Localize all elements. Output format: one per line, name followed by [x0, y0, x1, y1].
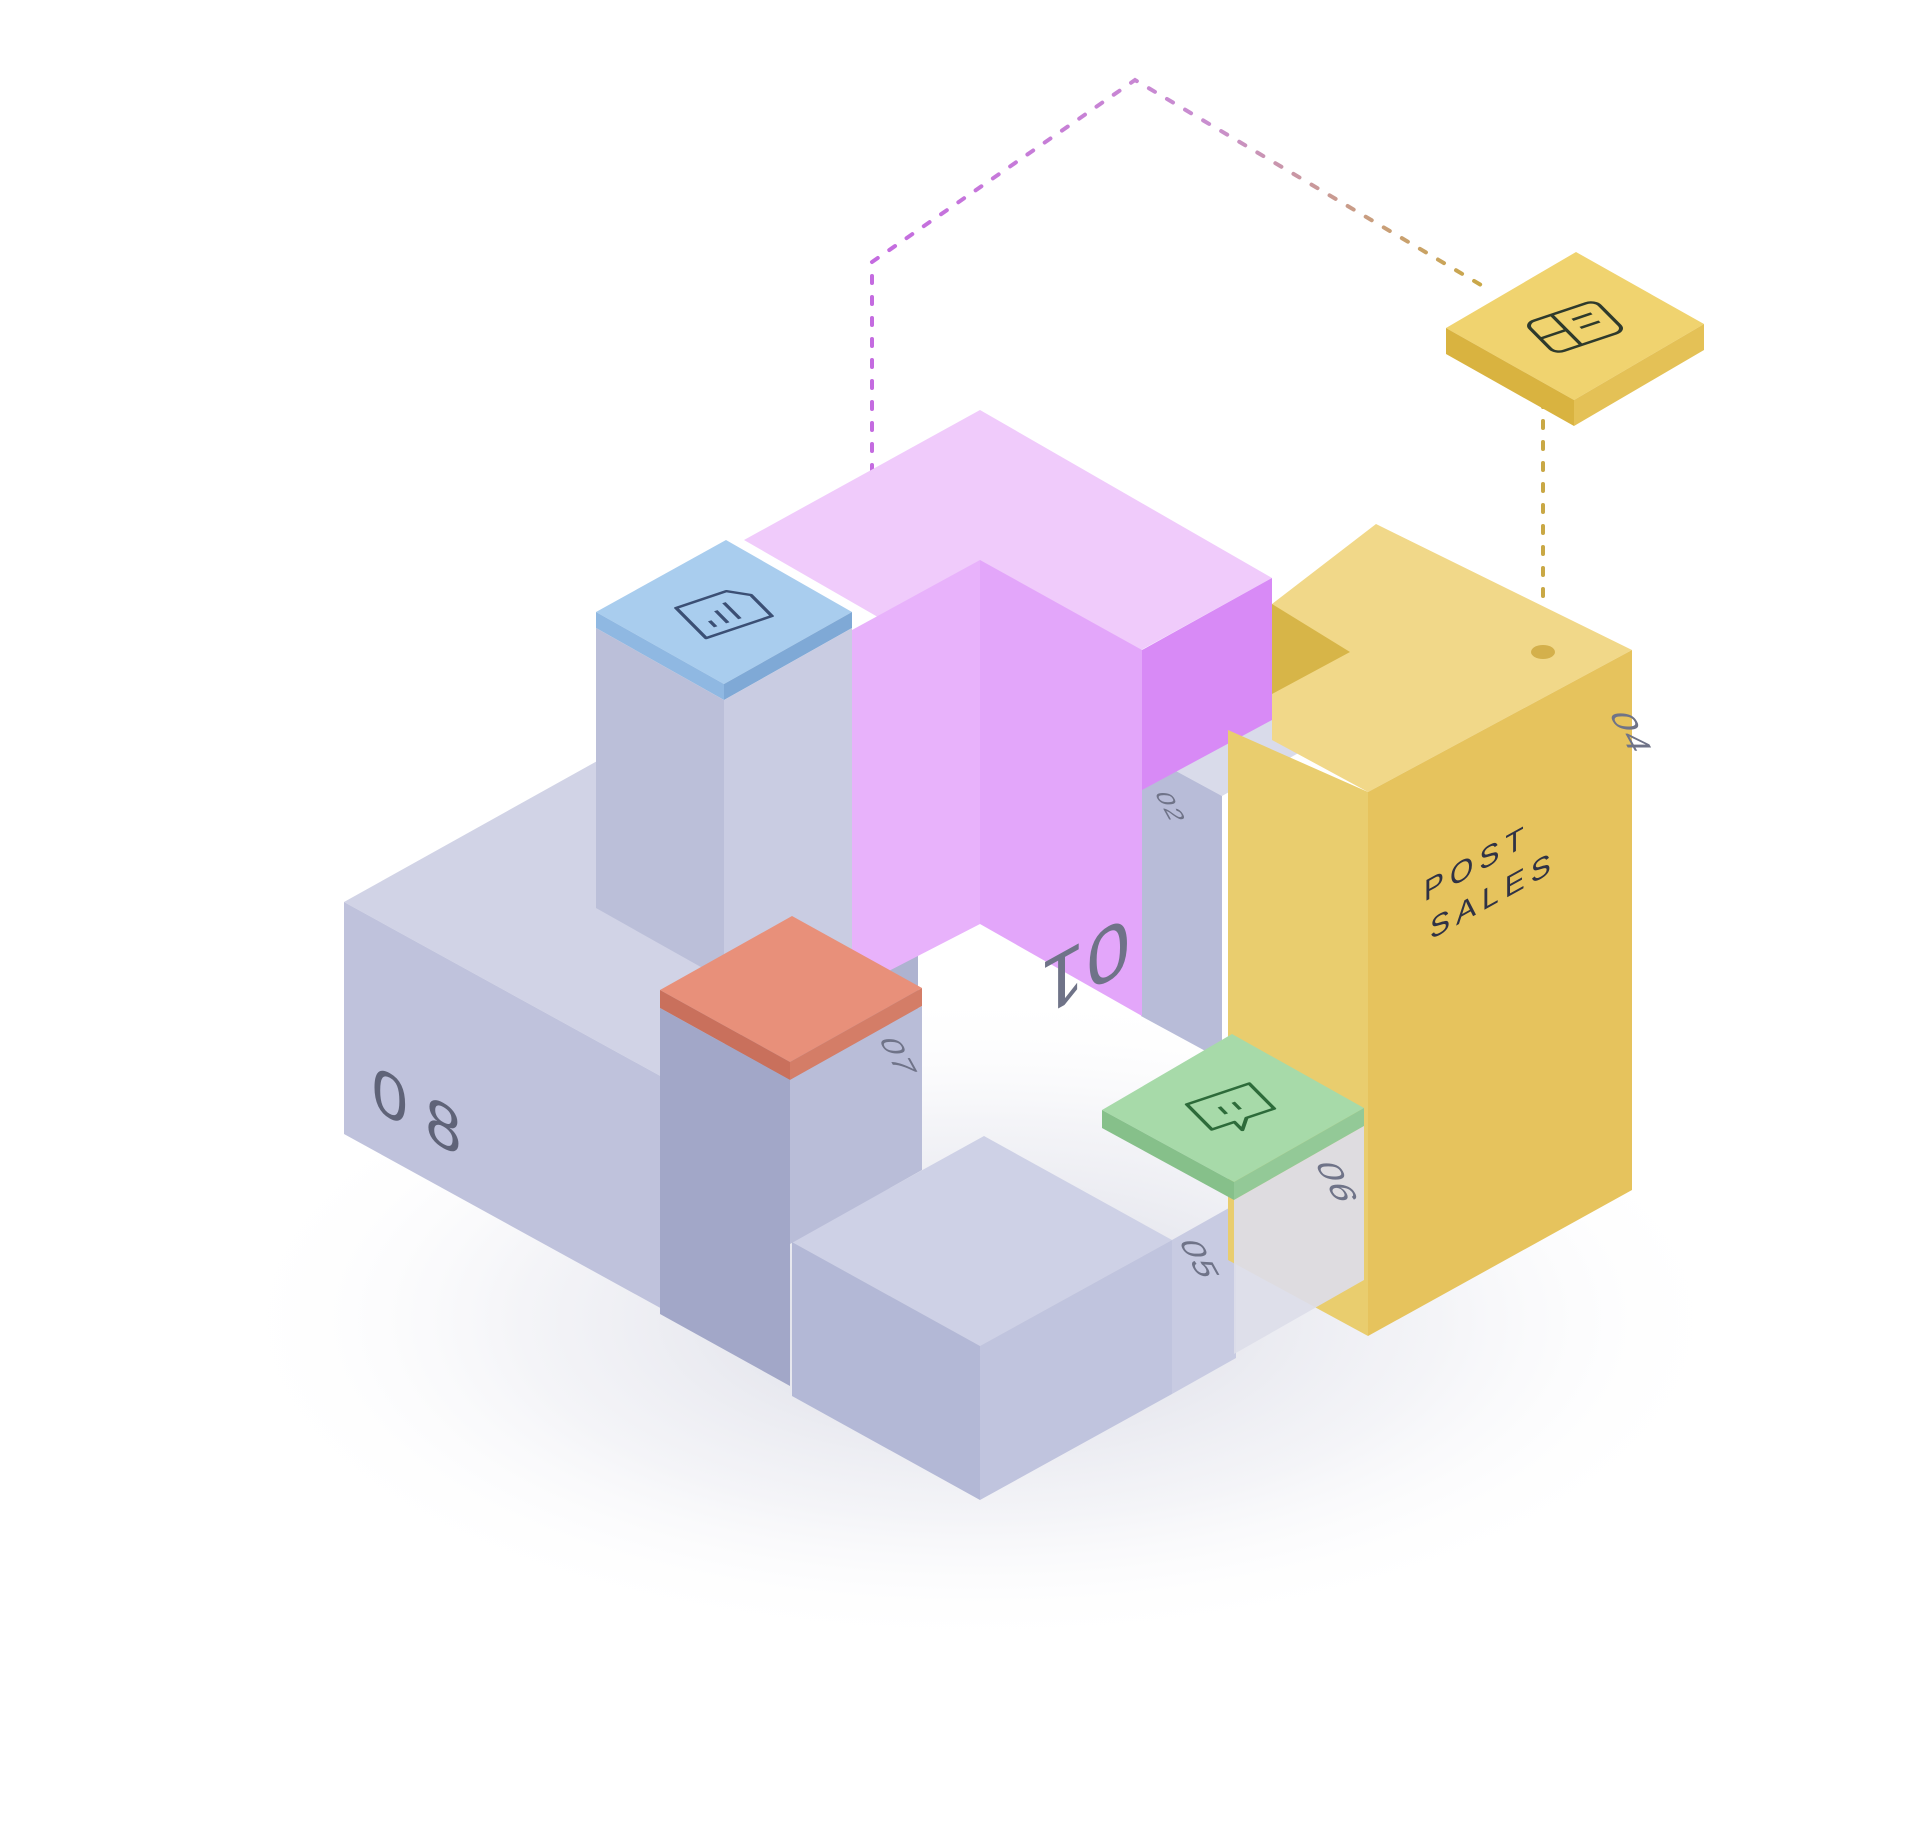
connector-dot-yellow	[1531, 645, 1555, 659]
block-05	[792, 1136, 1236, 1500]
document-chart-icon	[674, 589, 774, 640]
chat-bubble-icon	[1184, 1082, 1277, 1132]
dotted-connector-top	[870, 77, 1488, 558]
server-panel-icon	[1527, 301, 1623, 353]
block-06	[1102, 1034, 1364, 1354]
block-07	[660, 916, 922, 1386]
block-01	[744, 410, 1272, 1016]
block-blue	[596, 540, 852, 1020]
floating-yellow-tile	[1446, 252, 1704, 426]
